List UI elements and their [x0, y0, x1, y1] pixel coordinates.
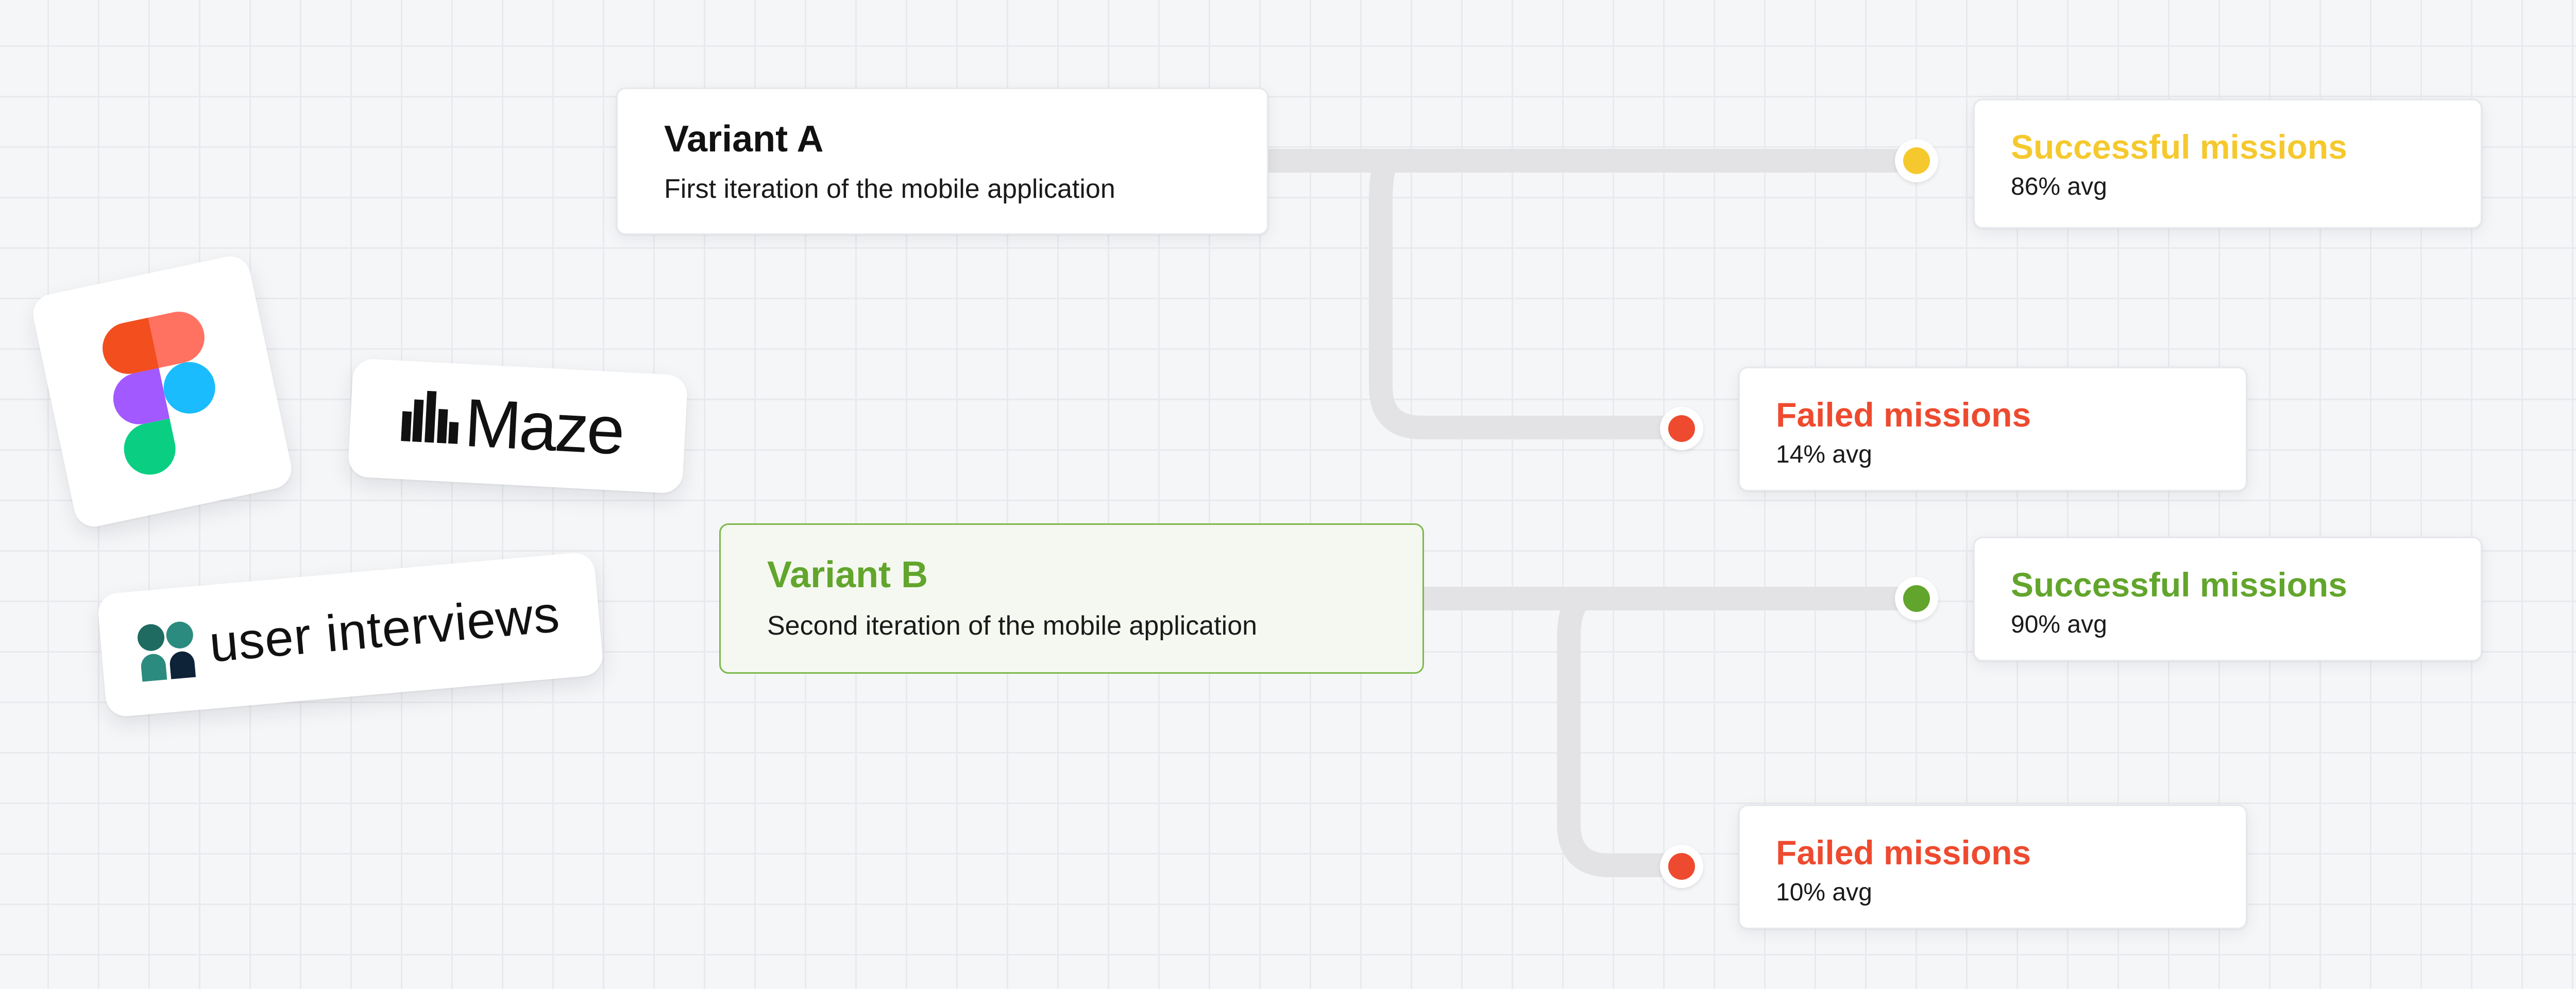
outcome-a-failed-card[interactable]: Failed missions 14% avg [1738, 367, 2247, 491]
outcome-b-success-title: Successful missions [2011, 566, 2347, 604]
status-dot-a-success-icon [1895, 139, 1938, 182]
outcome-a-success-title: Successful missions [2011, 128, 2347, 166]
outcome-a-failed-avg: 14% avg [1776, 441, 1872, 468]
outcome-a-success-card[interactable]: Successful missions 86% avg [1973, 99, 2482, 229]
variant-a-subtitle: First iteration of the mobile applicatio… [664, 174, 1115, 204]
outcome-a-failed-title: Failed missions [1776, 396, 2031, 434]
status-dot-b-failed-icon [1660, 845, 1703, 888]
variant-a-card[interactable]: Variant A First iteration of the mobile … [616, 88, 1268, 235]
variant-b-title: Variant B [767, 554, 928, 595]
variant-b-subtitle: Second iteration of the mobile applicati… [767, 611, 1258, 641]
figma-logo-card [29, 252, 296, 531]
outcome-b-success-avg: 90% avg [2011, 611, 2107, 638]
connector-b-failed [1546, 587, 1680, 877]
outcome-b-failed-avg: 10% avg [1776, 879, 1872, 906]
variant-a-title: Variant A [664, 118, 824, 160]
maze-logo-card: Maze [347, 358, 688, 494]
status-dot-b-success-icon [1895, 577, 1938, 620]
outcome-a-success-avg: 86% avg [2011, 173, 2107, 200]
user-interviews-logo-text: user interviews [207, 585, 562, 673]
figma-logo-icon [103, 312, 215, 475]
user-interviews-logo-card: user interviews [96, 551, 604, 718]
outcome-b-success-card[interactable]: Successful missions 90% avg [1973, 537, 2482, 661]
maze-logo-text: Maze [463, 384, 625, 469]
maze-logo-icon [401, 390, 459, 444]
connector-a-failed [1350, 149, 1680, 439]
status-dot-a-failed-icon [1660, 407, 1703, 450]
variant-b-card[interactable]: Variant B Second iteration of the mobile… [719, 523, 1424, 674]
outcome-b-failed-title: Failed missions [1776, 833, 2031, 872]
outcome-b-failed-card[interactable]: Failed missions 10% avg [1738, 805, 2247, 929]
user-interviews-logo-icon [138, 621, 196, 682]
